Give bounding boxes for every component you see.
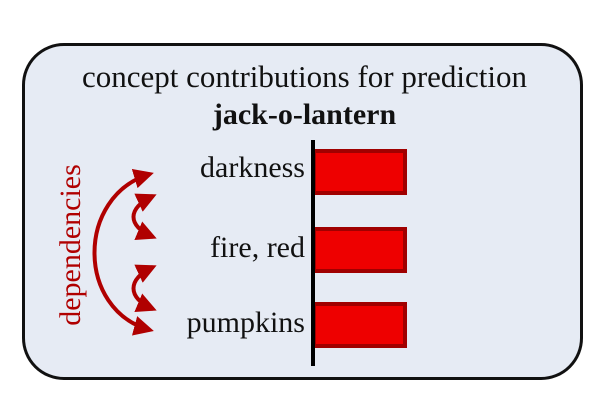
contribution-bar-darkness — [312, 149, 407, 195]
concept-label-darkness: darkness — [200, 151, 305, 184]
explanation-panel — [22, 43, 583, 380]
dependency-arrow-fire-pumpkins — [131, 264, 157, 312]
concept-label-fire-red: fire, red — [210, 231, 305, 264]
contribution-bar-fire-red — [312, 227, 407, 273]
prediction-label: jack-o-lantern — [212, 98, 397, 131]
dependency-arrow-darkness-pumpkins — [92, 168, 154, 336]
dependency-arrow-darkness-fire — [131, 193, 157, 240]
panel-title: concept contributions for prediction — [81, 59, 528, 94]
contribution-bar-pumpkins — [312, 302, 407, 348]
concept-label-pumpkins: pumpkins — [186, 306, 305, 339]
